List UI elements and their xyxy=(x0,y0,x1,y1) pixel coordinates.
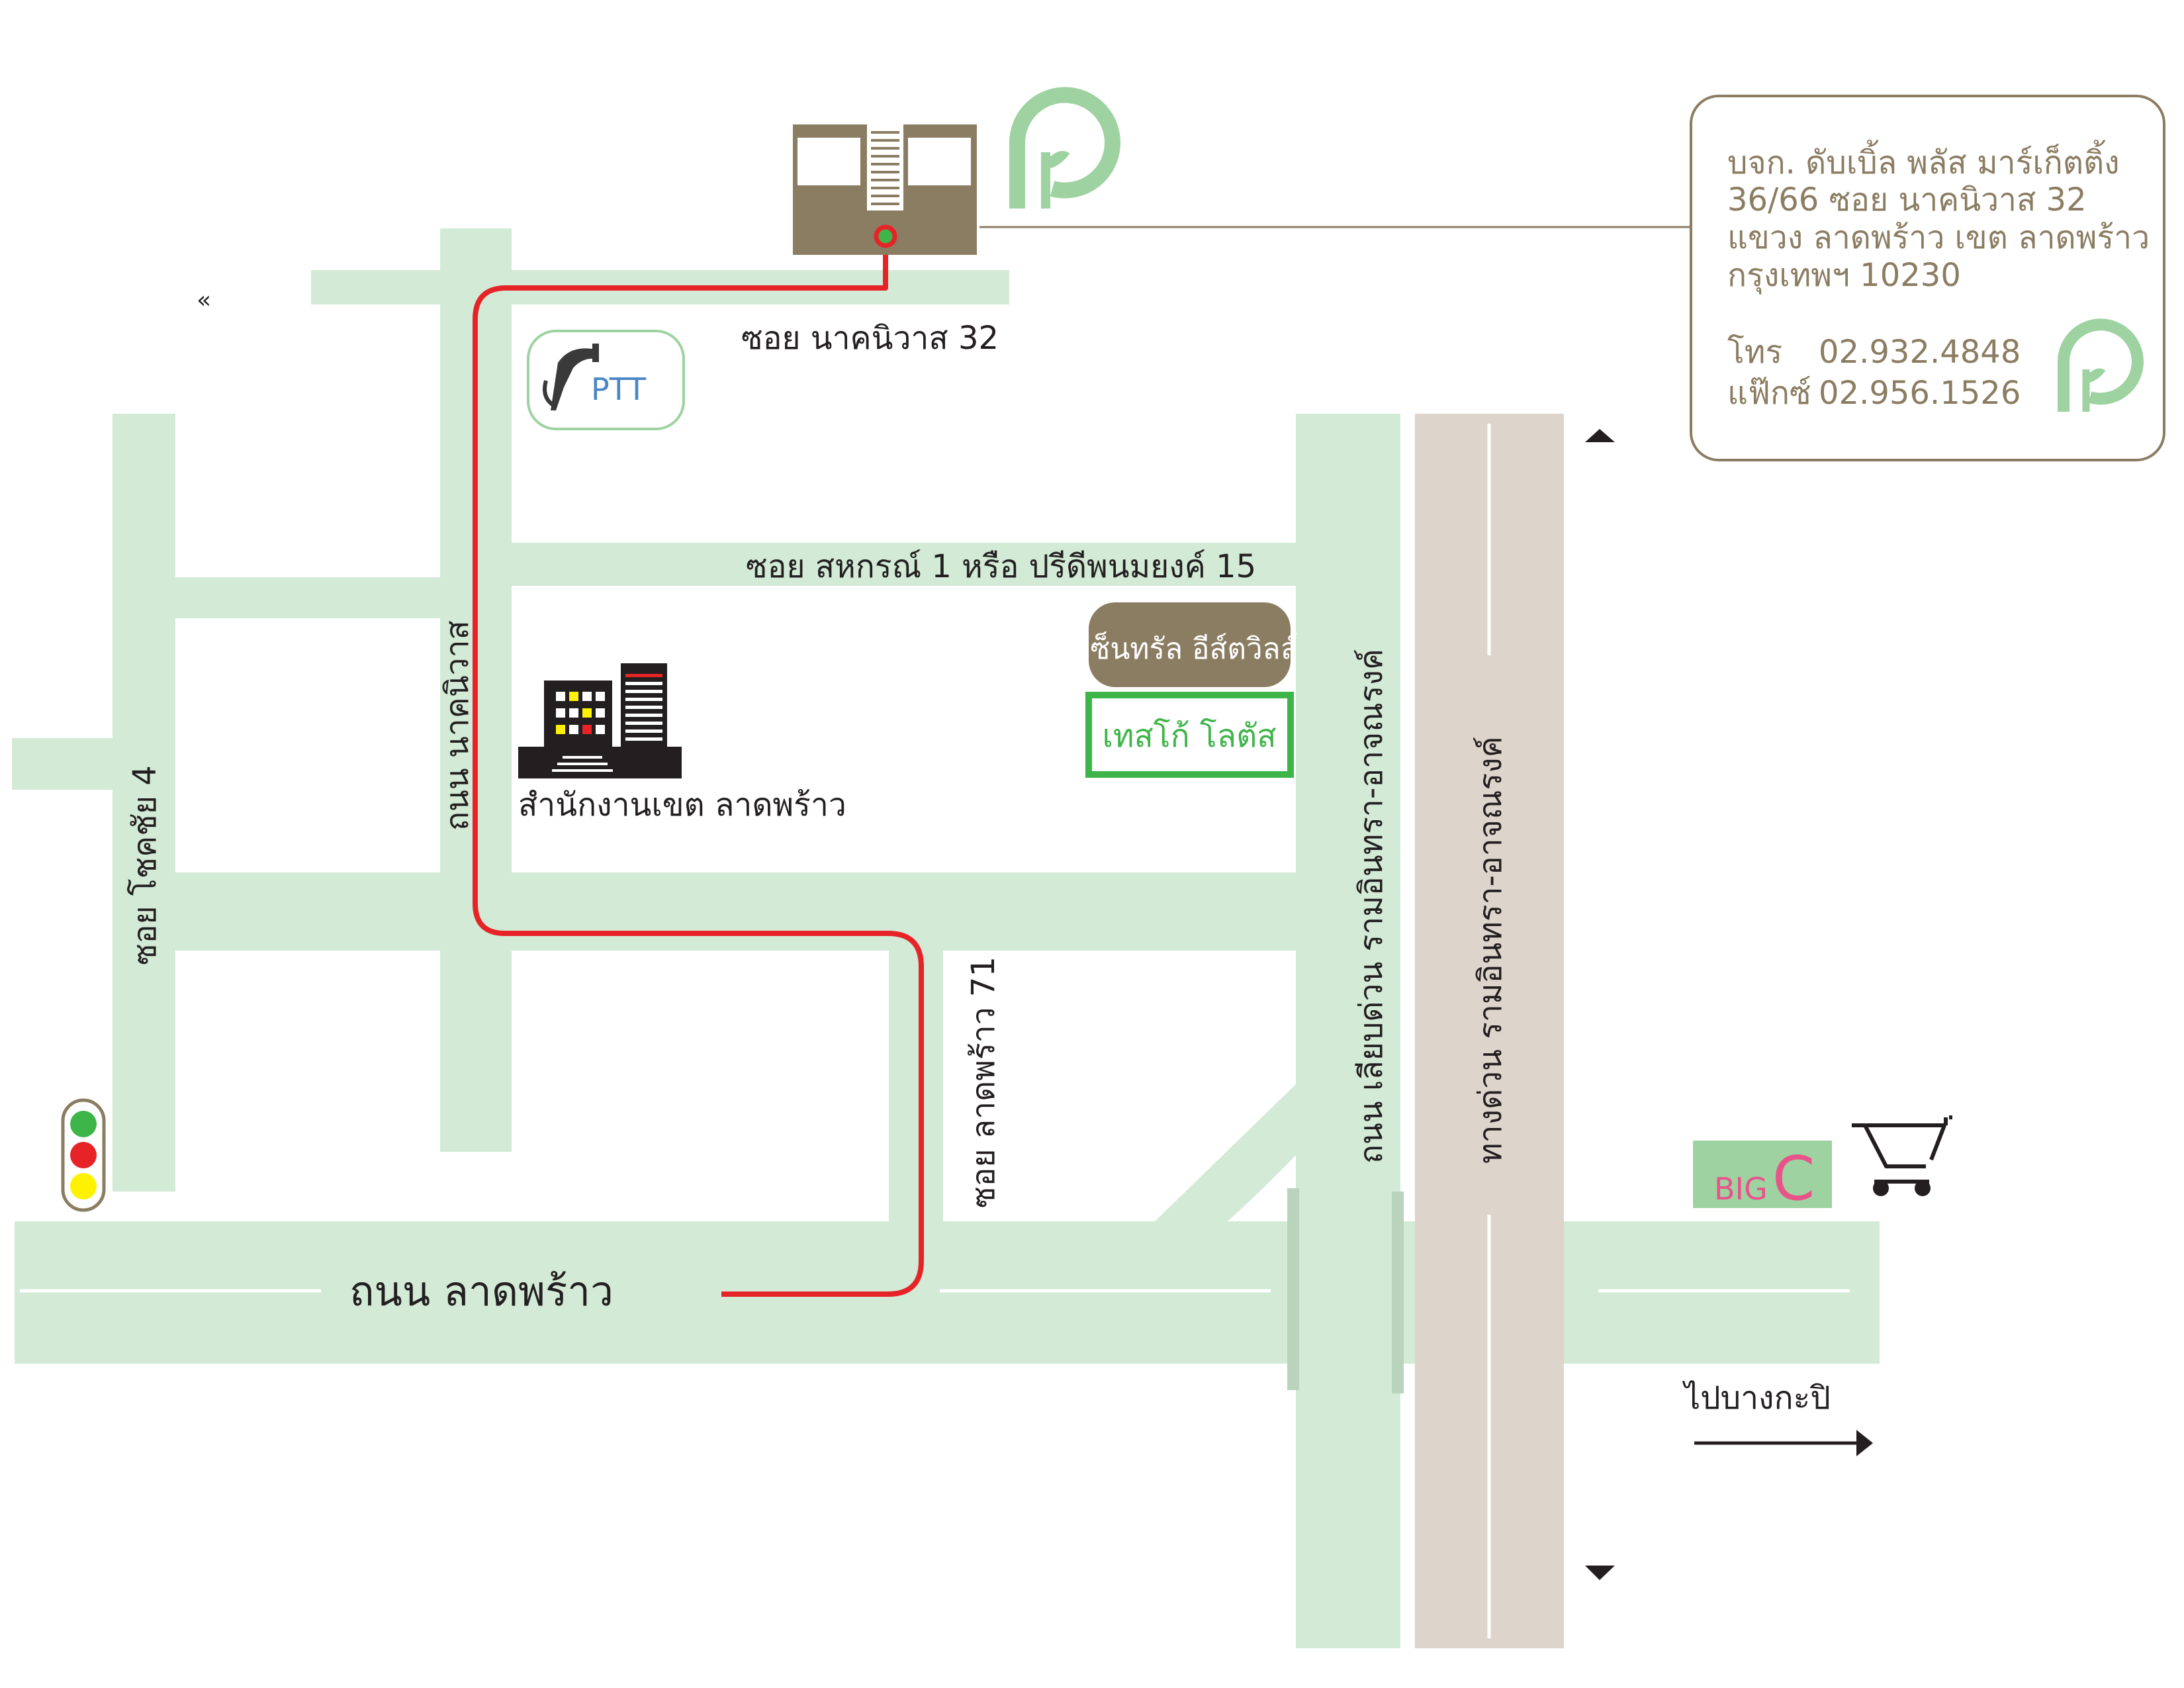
stray-mark: « xyxy=(197,287,211,314)
road-soi-ladprao-71 xyxy=(889,951,943,1222)
road-ramp xyxy=(1155,1084,1296,1221)
label-soi-nakniwas-32: ซอย นาคนิวาส 32 xyxy=(741,320,999,357)
address-line-1: 36/66 ซอย นาคนิวาส 32 xyxy=(1727,181,2087,218)
address-line-2: แขวง ลาดพร้าว เขต ลาดพร้าว xyxy=(1727,219,2150,256)
label-soi-chokchai-4: ซอย โชคชัย 4 xyxy=(126,765,163,965)
label-tang-duan: ทางด่วน รามอินทรา-อาจณรงค์ xyxy=(1472,736,1509,1164)
destination-marker xyxy=(874,224,897,248)
address-card-frame xyxy=(1690,95,2165,461)
logo-p-icon xyxy=(1009,87,1120,209)
arrow-down-icon xyxy=(1585,1566,1615,1580)
tesco-lotus-label: เทสโก้ โลตัส xyxy=(1102,718,1276,755)
road-soi-sahakorn xyxy=(512,543,1296,586)
fuel-nozzle-icon xyxy=(543,344,599,410)
label-thanon-nakniwas: ถนน นาคนิวาส xyxy=(439,620,476,831)
traffic-light-icon xyxy=(61,1098,106,1212)
tel-value: 02.932.4848 xyxy=(1819,334,2021,371)
road-middle-horizontal xyxy=(175,872,1296,951)
label-soi-sahakorn: ซอย สหกรณ์ 1 หรือ ปรีดีพนมยงค์ 15 xyxy=(746,548,1256,585)
district-office-label: สำนักงานเขต ลาดพร้าว xyxy=(518,786,846,823)
logo-p-icon xyxy=(2058,318,2144,412)
direction-label: ไปบางกะปิ xyxy=(1682,1380,1831,1417)
tel-label: โทร xyxy=(1727,334,1782,371)
address-card: บจก. ดับเบิ้ล พลัส มาร์เก็ตติ้ง 36/66 ซอ… xyxy=(1690,95,2165,461)
label-thanon-ladprao: ถนน ลาดพร้าว xyxy=(349,1267,614,1315)
tesco-lotus-badge xyxy=(1085,692,1294,778)
ptt-label: PTT xyxy=(591,371,647,407)
fax-label: แฟ๊กซ์ xyxy=(1727,375,1811,412)
road-soi-chokchai-4 xyxy=(113,414,175,1192)
ptt-station: PTT xyxy=(527,330,685,430)
road-left-stub xyxy=(12,738,116,790)
bigc-label-c: C xyxy=(1772,1143,1815,1214)
label-liab-duan: ถนน เลียบด่วน รามอินทรา-อาจณรงค์ xyxy=(1353,649,1390,1164)
overpass-pier-left xyxy=(1287,1188,1299,1390)
road-network xyxy=(12,228,1880,1648)
central-eastville-badge xyxy=(1089,602,1291,687)
shopping-cart-icon xyxy=(1852,1115,1952,1196)
label-soi-ladprao-71: ซอย ลาดพร้าว 71 xyxy=(965,957,1002,1208)
overpass-pier-right xyxy=(1392,1192,1404,1393)
bigc-badge xyxy=(1693,1141,1832,1208)
route-line xyxy=(473,248,924,1297)
address-line-3: กรุงเทพฯ 10230 xyxy=(1727,257,1961,295)
bigc-label-big: BIG xyxy=(1714,1171,1768,1207)
lane-markings xyxy=(20,424,1850,1638)
arrow-up-icon xyxy=(1585,429,1615,442)
road-branch-upper xyxy=(173,577,440,618)
company-name: บจก. ดับเบิ้ล พลัส มาร์เก็ตติ้ง xyxy=(1727,140,2120,181)
fax-value: 02.956.1526 xyxy=(1819,375,2021,412)
road-liab-duan xyxy=(1296,414,1400,1648)
arrow-right-icon xyxy=(1694,1430,1873,1456)
government-building-icon xyxy=(518,663,682,778)
central-eastville-label: เซ็นทรัล อีส์ตวิลล์ xyxy=(1080,632,1298,666)
